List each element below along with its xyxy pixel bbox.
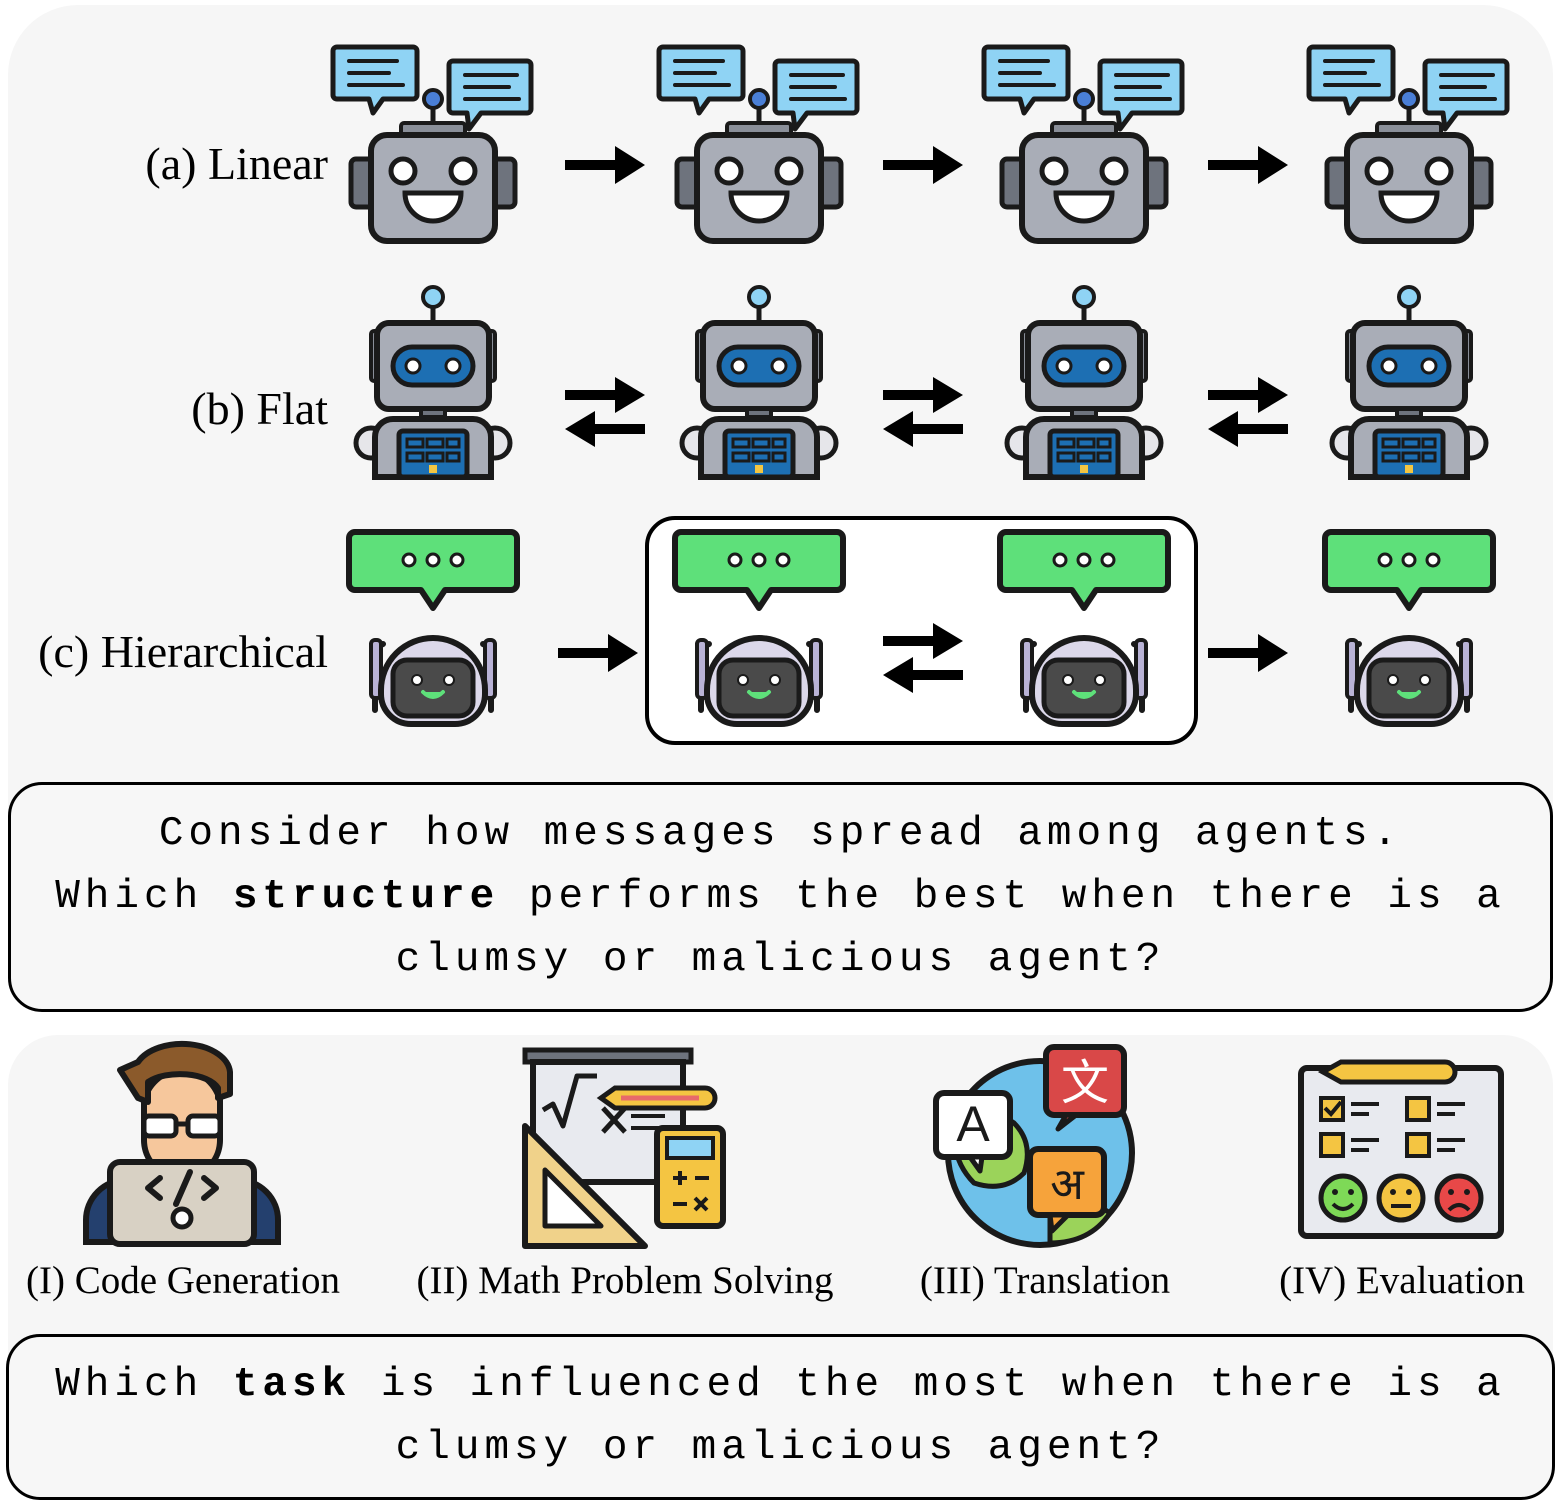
task-label-translation: (III) Translation <box>919 1259 1171 1302</box>
linear-agent-1 <box>333 47 531 241</box>
question2-keyword: task <box>232 1362 352 1408</box>
right-arrow <box>565 146 645 184</box>
linear-label: (a) Linear <box>145 138 328 189</box>
hierarchical-agent-1 <box>349 532 517 724</box>
question1-line2: Which structure performs the best when t… <box>11 866 1550 929</box>
linear-agent-2 <box>659 47 857 241</box>
task-label-code-generation: (I) Code Generation <box>25 1259 341 1302</box>
question1-line2-pre: Which <box>55 873 233 920</box>
linear-agent-3 <box>984 47 1182 241</box>
hierarchical-agent-4 <box>1325 532 1493 724</box>
flat-agent-3 <box>1007 287 1161 477</box>
question2-line1-post: is influenced the most when there is a <box>351 1362 1506 1408</box>
chinese-glyph: 文 <box>1061 1055 1109 1111</box>
translation-globe-icon: A 文 अ <box>933 1044 1135 1248</box>
flat-agent-2 <box>682 287 836 477</box>
task-question-box: Which task is influenced the most when t… <box>6 1334 1555 1500</box>
programmer-icon <box>83 1040 281 1247</box>
flat-agent-1 <box>356 287 510 477</box>
bidirectional-arrow <box>883 377 963 447</box>
hierarchical-row <box>349 516 1493 745</box>
flat-agent-4 <box>1332 287 1486 477</box>
right-arrow <box>558 634 638 672</box>
task-label-evaluation: (IV) Evaluation <box>1279 1259 1525 1302</box>
flat-row <box>356 287 1486 477</box>
task-label-math: (II) Math Problem Solving <box>416 1259 834 1302</box>
structure-question-box: Consider how messages spread among agent… <box>8 782 1553 1012</box>
question2-line2: clumsy or malicious agent? <box>395 1425 1166 1471</box>
flat-label: (b) Flat <box>191 383 328 434</box>
right-arrow <box>883 146 963 184</box>
question1-line3: clumsy or malicious agent? <box>395 936 1166 983</box>
right-arrow <box>1208 634 1288 672</box>
question1-line1: Consider how messages spread among agent… <box>158 810 1403 857</box>
bidirectional-arrow <box>1208 377 1288 447</box>
question1-keyword: structure <box>232 873 500 920</box>
hindi-glyph: अ <box>1050 1159 1085 1210</box>
math-board-icon <box>522 1047 726 1249</box>
question1-line2-post: performs the best when there is a <box>499 873 1506 920</box>
question2-line1: Which task is influenced the most when t… <box>9 1354 1552 1417</box>
right-arrow <box>1208 146 1288 184</box>
hierarchical-label: (c) Hierarchical <box>38 626 328 677</box>
evaluation-checklist-icon <box>1298 1059 1504 1239</box>
latin-glyph: A <box>956 1096 990 1152</box>
bidirectional-arrow <box>565 377 645 447</box>
linear-agent-4 <box>1309 47 1507 241</box>
linear-row <box>333 47 1507 241</box>
question2-line1-pre: Which <box>55 1362 233 1408</box>
